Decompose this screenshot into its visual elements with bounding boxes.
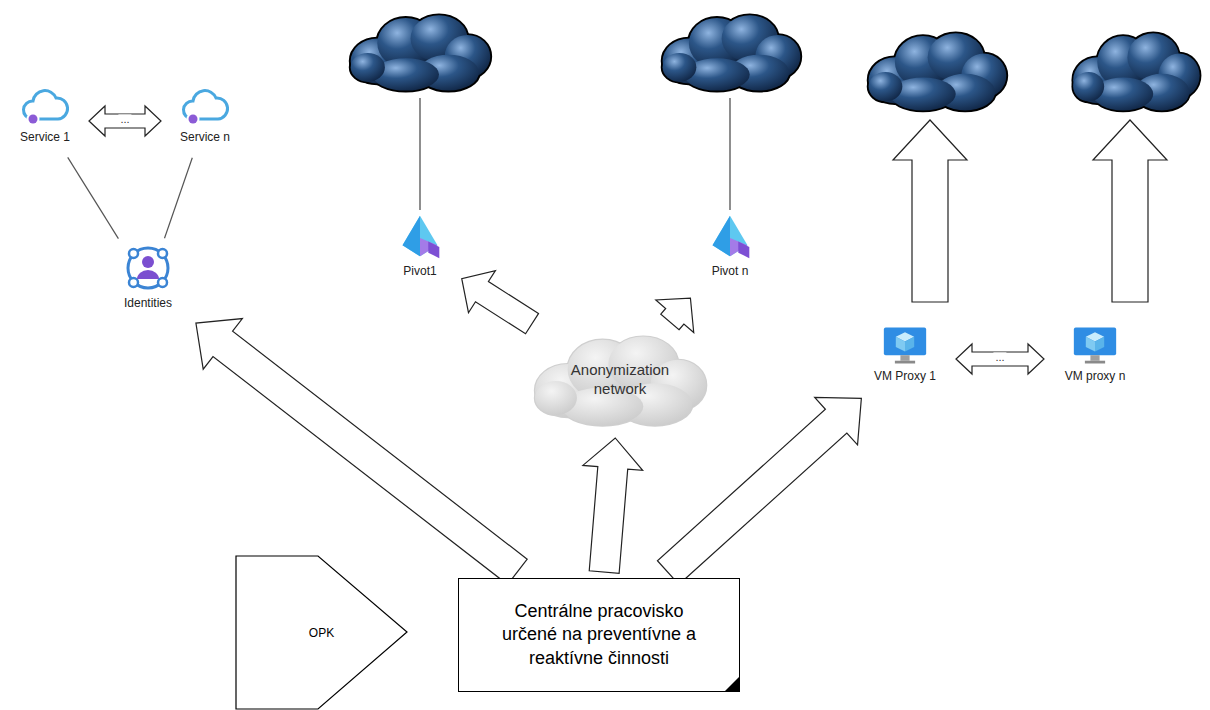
connector-line bbox=[165, 158, 193, 238]
vm-proxy-node: VM proxy n bbox=[1048, 325, 1142, 393]
node-label: Pivot n bbox=[712, 264, 749, 278]
node-label: Centrálne pracovisko určené na preventív… bbox=[489, 600, 709, 670]
node-label: VM proxy n bbox=[1065, 369, 1126, 383]
dark-cloud bbox=[1073, 33, 1200, 110]
service-node: Service 1 bbox=[5, 88, 85, 154]
hollow-arrow bbox=[196, 319, 527, 585]
central-workplace-box: Centrálne pracovisko určené na preventív… bbox=[458, 578, 740, 692]
hollow-arrow bbox=[956, 344, 1044, 374]
pivot-node: Pivot1 bbox=[385, 212, 455, 292]
node-label: VM Proxy 1 bbox=[874, 369, 936, 383]
hollow-arrow bbox=[89, 106, 161, 136]
link-line bbox=[729, 98, 730, 210]
node-label: Identities bbox=[124, 296, 172, 310]
node-icon bbox=[1072, 325, 1118, 367]
node-label: Service n bbox=[180, 130, 230, 144]
node-icon bbox=[180, 88, 230, 128]
link-line bbox=[419, 98, 420, 210]
node-icon bbox=[397, 212, 443, 262]
node-label: Service 1 bbox=[20, 130, 70, 144]
connector-line bbox=[68, 157, 119, 238]
node-icon bbox=[882, 325, 928, 367]
node-icon bbox=[20, 88, 70, 128]
hollow-arrow bbox=[583, 438, 643, 573]
edge-label: ... bbox=[993, 352, 1006, 363]
vm-proxy-node: VM Proxy 1 bbox=[858, 325, 952, 393]
edge-label: ... bbox=[118, 114, 131, 125]
node-label: OPK bbox=[309, 626, 334, 640]
node-label: Anonymization network bbox=[560, 361, 680, 399]
service-node: Service n bbox=[165, 88, 245, 154]
node-label: Pivot1 bbox=[403, 264, 436, 278]
node-icon bbox=[122, 242, 174, 294]
dark-cloud bbox=[663, 15, 801, 90]
pivot-node: Pivot n bbox=[695, 212, 765, 292]
anonymization-cloud: Anonymization network bbox=[528, 328, 712, 432]
opk-pentagon: OPK bbox=[235, 555, 408, 710]
dark-cloud bbox=[869, 33, 1007, 110]
hollow-arrow bbox=[656, 298, 694, 332]
identities-node: Identities bbox=[108, 242, 188, 330]
hollow-arrow bbox=[657, 397, 861, 584]
hollow-arrow bbox=[462, 271, 539, 334]
hollow-arrow bbox=[1093, 120, 1167, 302]
dark-cloud bbox=[351, 15, 491, 90]
hollow-arrow bbox=[893, 120, 967, 302]
node-icon bbox=[707, 212, 753, 262]
